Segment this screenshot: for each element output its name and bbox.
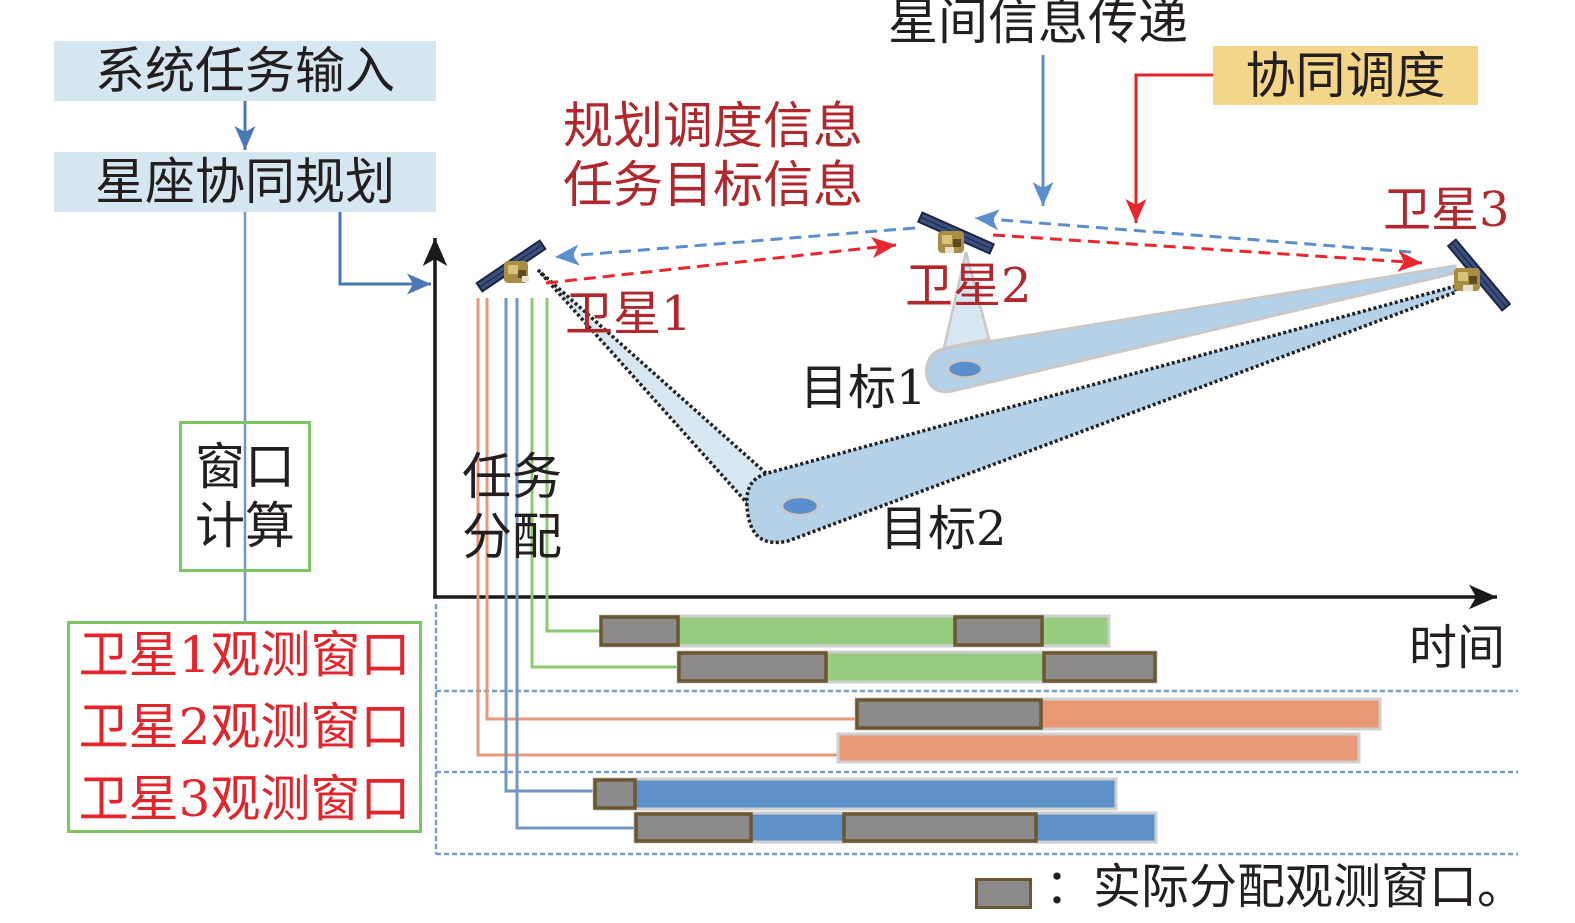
target-2-label: 目标2 xyxy=(880,501,1007,557)
constellation-planning-box: 星座协同规划 xyxy=(54,152,436,212)
cooperative-scheduling-box: 协同调度 xyxy=(1213,46,1478,105)
assigned-window-block xyxy=(1042,651,1157,683)
assign-line-sat1-row1 xyxy=(545,298,600,633)
assigned-window-block xyxy=(599,615,680,647)
flow-arrow-planning-to-axis xyxy=(338,212,431,295)
assigned-window-block xyxy=(593,778,637,810)
window-calculation-line-2: 计算 xyxy=(195,497,295,555)
legend-assigned-window-swatch xyxy=(975,878,1032,909)
sat3-window-bar-1 xyxy=(592,777,1118,811)
assigned-window-block xyxy=(677,651,828,683)
assigned-window-block xyxy=(842,812,1038,843)
satellite-3-icon xyxy=(1446,238,1512,312)
inter-satellite-transfer-label: 星间信息传递 xyxy=(888,0,1188,51)
satellite-3-label: 卫星3 xyxy=(1383,182,1510,238)
window-calculation-box: 窗口 计算 xyxy=(179,421,311,572)
link-sat2-to-sat3-schedule xyxy=(992,233,1423,272)
target-2-marker xyxy=(780,495,820,517)
satellite-1-icon xyxy=(475,239,547,293)
satellite-2-icon xyxy=(917,211,995,255)
target-info-label: 任务目标信息 xyxy=(563,156,863,214)
target-1-label: 目标1 xyxy=(800,360,927,416)
system-task-input-label: 系统任务输入 xyxy=(95,42,395,100)
link-sat2-to-sat1-info xyxy=(554,226,916,266)
planning-info-label: 规划调度信息 xyxy=(563,97,863,155)
observation-windows-box: 卫星1观测窗口 卫星2观测窗口 卫星3观测窗口 xyxy=(67,621,422,833)
assigned-window-block xyxy=(855,698,1043,730)
task-assignment-line-2: 分配 xyxy=(462,508,562,566)
link-sat3-to-sat2-info xyxy=(974,209,1412,254)
observation-window-sat2: 卫星2观测窗口 xyxy=(78,698,411,756)
link-sat1-to-sat2-schedule xyxy=(545,237,897,285)
target-1-marker xyxy=(946,359,984,379)
satellite-2-beam xyxy=(942,251,991,350)
legend-label: ：实际分配观测窗口。 xyxy=(1045,859,1526,915)
assign-line-sat1-row2 xyxy=(530,298,677,669)
assigned-window-block xyxy=(634,812,753,843)
scheduling-arrow xyxy=(1125,73,1213,223)
observation-window-sat3: 卫星3观测窗口 xyxy=(78,770,411,828)
window-calculation-line-1: 窗口 xyxy=(195,438,295,496)
sat2-window-bar-2 xyxy=(836,732,1361,764)
cooperative-scheduling-label: 协同调度 xyxy=(1245,46,1446,105)
constellation-planning-label: 星座协同规划 xyxy=(95,153,395,211)
satellite-3-beam-target-2 xyxy=(745,283,1458,545)
satellite-2-label: 卫星2 xyxy=(905,258,1032,314)
timeline-separators xyxy=(434,604,1518,856)
assigned-window-block xyxy=(953,615,1044,647)
assign-line-sat2-row2 xyxy=(476,298,837,757)
satellite-3-beam-target-1 xyxy=(925,264,1457,394)
assign-line-sat3-row1 xyxy=(504,298,593,793)
system-task-input-box: 系统任务输入 xyxy=(54,41,436,101)
assign-line-sat3-row2 xyxy=(515,298,634,830)
observation-window-sat1: 卫星1观测窗口 xyxy=(78,626,411,684)
task-assignment-line-1: 任务 xyxy=(462,448,562,506)
time-axis-label: 时间 xyxy=(1409,620,1506,676)
satellite-1-label: 卫星1 xyxy=(565,286,692,342)
assign-line-sat2-row1 xyxy=(485,298,855,721)
